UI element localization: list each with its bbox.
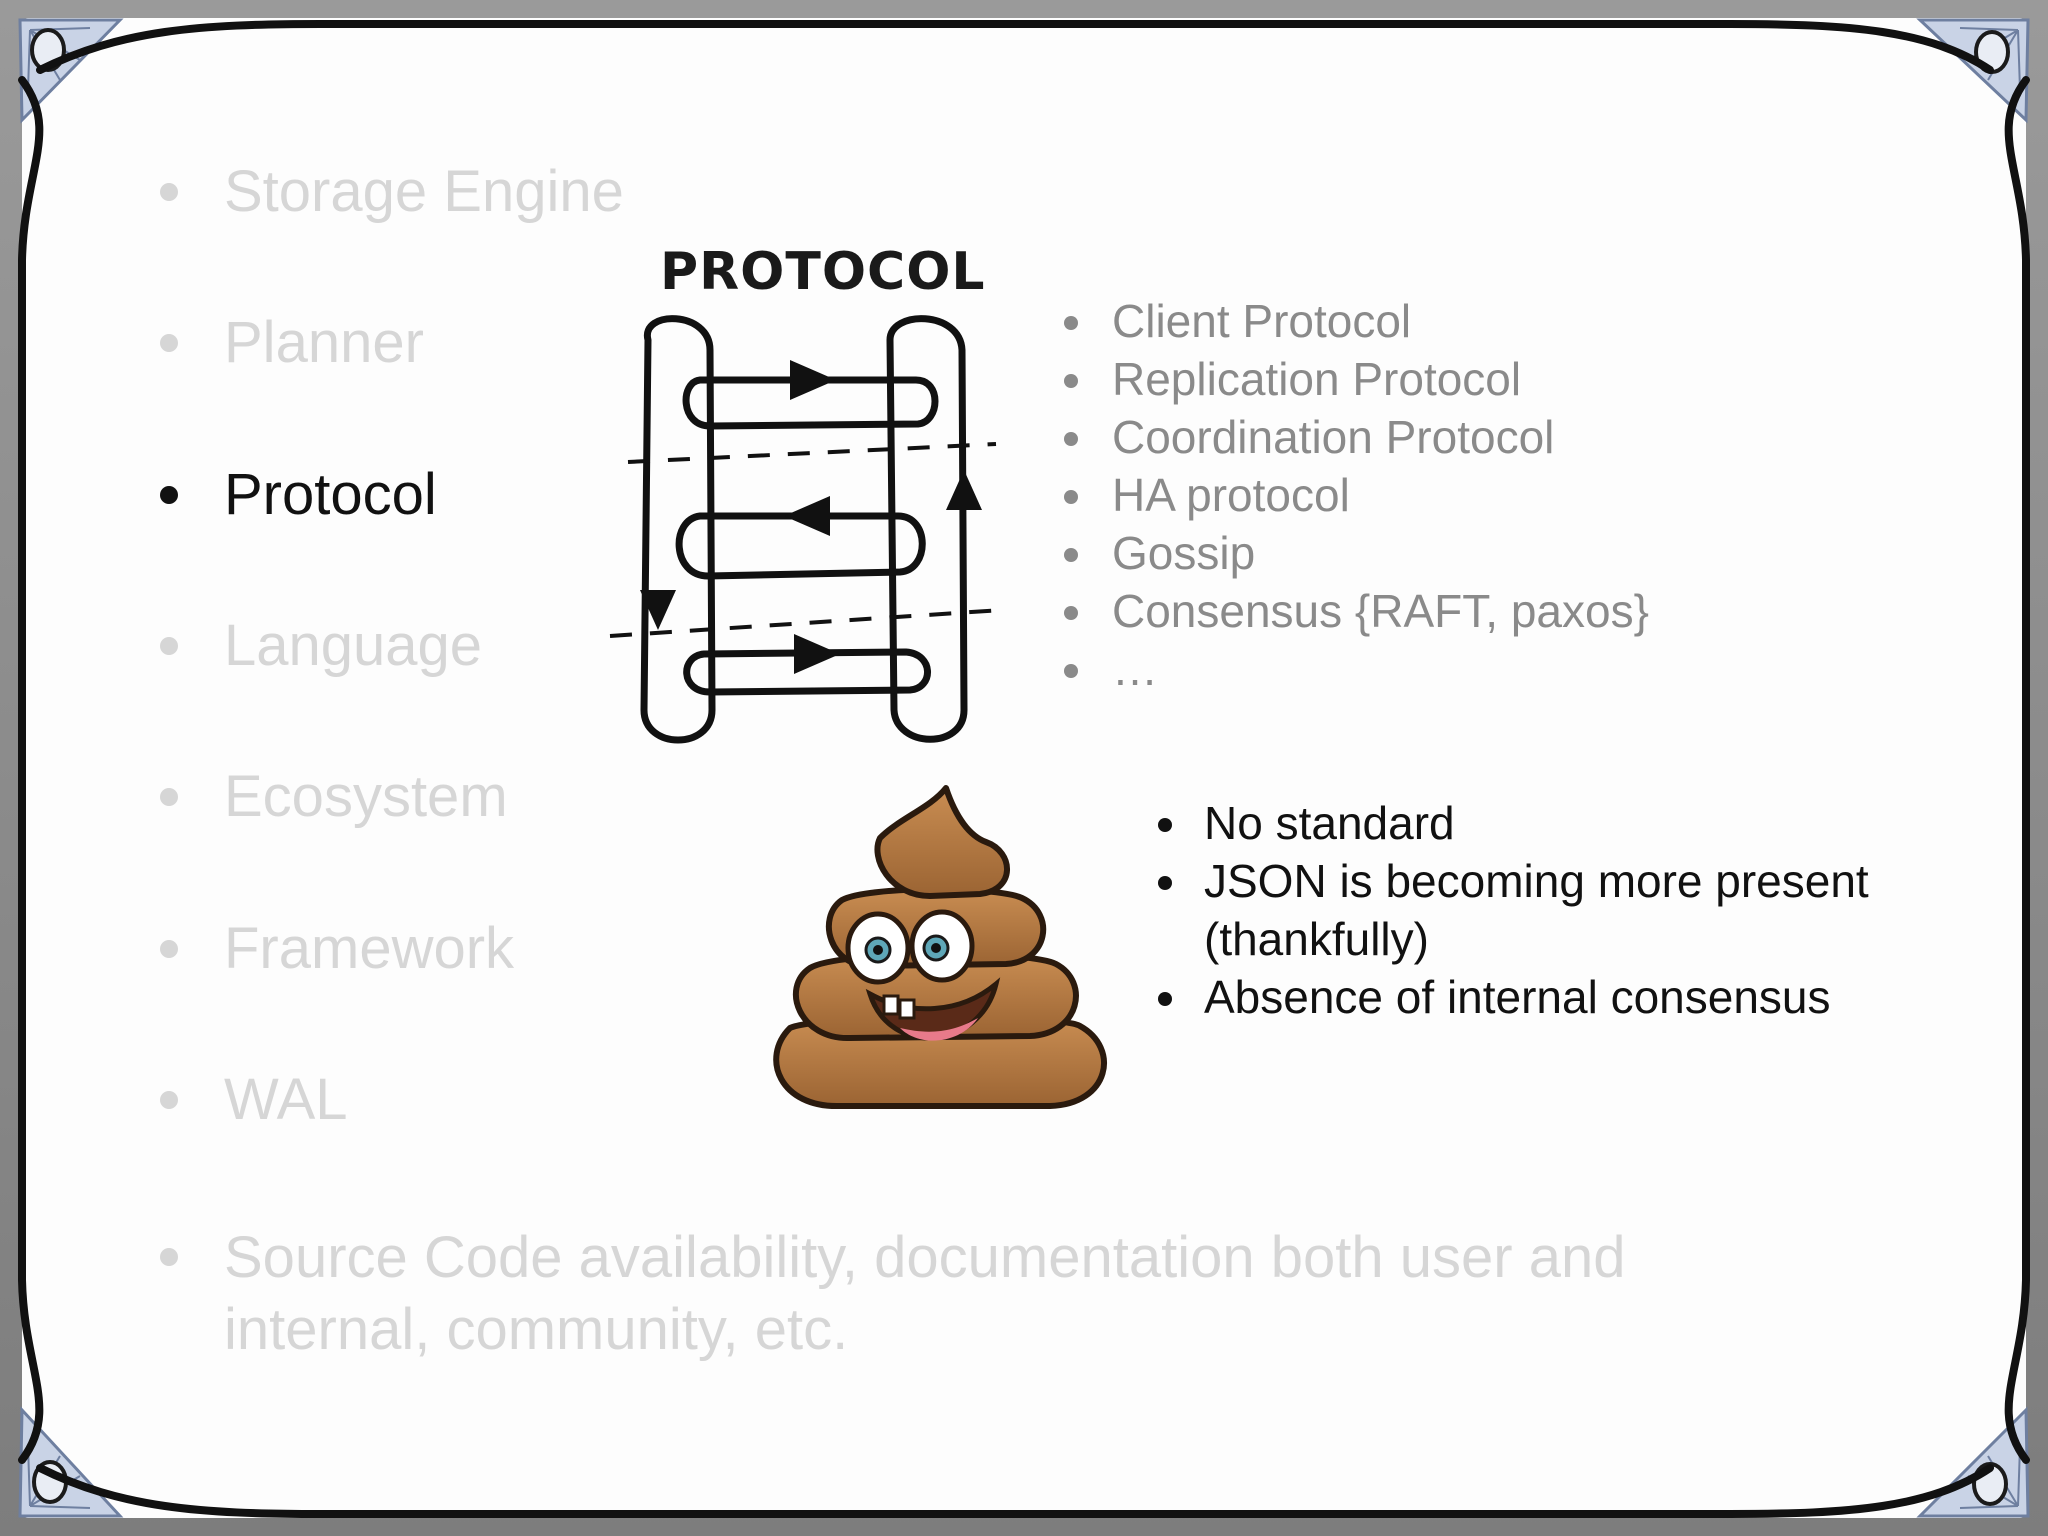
bullet — [1158, 876, 1172, 890]
bullet — [160, 334, 178, 352]
list-item: Absence of internal consensus — [1158, 968, 1918, 1026]
list-item-label: Gossip — [1112, 527, 1256, 579]
list-item-label: JSON is becoming more present (thankfull… — [1204, 855, 1869, 965]
list-item-label: Absence of internal consensus — [1204, 971, 1831, 1023]
topic-label: Framework — [224, 916, 515, 981]
bullet — [160, 788, 178, 806]
topic-label: Language — [224, 613, 483, 678]
bullet — [1064, 374, 1078, 388]
list-item: … — [1064, 640, 1649, 698]
topic-label: Source Code availability, documentation … — [224, 1225, 1626, 1362]
topic-label: Ecosystem — [224, 764, 508, 829]
protocol-diagram: PROTOCOL — [600, 230, 1020, 750]
bullet — [160, 1091, 178, 1109]
bullet — [1158, 992, 1172, 1006]
list-item: Gossip — [1064, 524, 1649, 582]
topic-label: WAL — [224, 1067, 348, 1132]
bullet — [1064, 490, 1078, 504]
list-item-label: Coordination Protocol — [1112, 411, 1555, 463]
list-item: Consensus {RAFT, paxos} — [1064, 582, 1649, 640]
bullet — [1158, 818, 1172, 832]
bullet — [160, 486, 178, 504]
list-item-label: Replication Protocol — [1112, 353, 1522, 405]
smiling-poop-icon — [773, 785, 1107, 1110]
list-item-label: No standard — [1204, 797, 1455, 849]
bullet — [1064, 606, 1078, 620]
list-item-label: HA protocol — [1112, 469, 1350, 521]
eyes — [845, 909, 975, 985]
list-item: No standard — [1158, 794, 1918, 852]
list-item-label: Consensus {RAFT, paxos} — [1112, 585, 1649, 637]
bullet — [160, 183, 178, 201]
notes-list: No standard JSON is becoming more presen… — [1158, 794, 1918, 1026]
bullet — [1064, 664, 1078, 678]
list-item: HA protocol — [1064, 466, 1649, 524]
list-item: Client Protocol — [1064, 292, 1649, 350]
list-item-label: Client Protocol — [1112, 295, 1412, 347]
list-item: JSON is becoming more present (thankfull… — [1158, 852, 1918, 968]
topic-label: Planner — [224, 310, 424, 375]
slide — [22, 18, 2026, 1518]
protocol-types-list: Client Protocol Replication Protocol Coo… — [1064, 292, 1649, 698]
list-item-label: … — [1112, 643, 1158, 695]
bullet — [160, 637, 178, 655]
bullet — [160, 1248, 178, 1266]
bullet — [1064, 432, 1078, 446]
bullet — [1064, 316, 1078, 330]
ladder-protocol-icon — [609, 315, 1003, 744]
topic-label: Storage Engine — [224, 159, 624, 224]
bullet — [160, 940, 178, 958]
bullet — [1064, 548, 1078, 562]
list-item: Replication Protocol — [1064, 350, 1649, 408]
list-item: Coordination Protocol — [1064, 408, 1649, 466]
topic-label: Protocol — [224, 462, 437, 527]
diagram-title: PROTOCOL — [660, 242, 986, 302]
